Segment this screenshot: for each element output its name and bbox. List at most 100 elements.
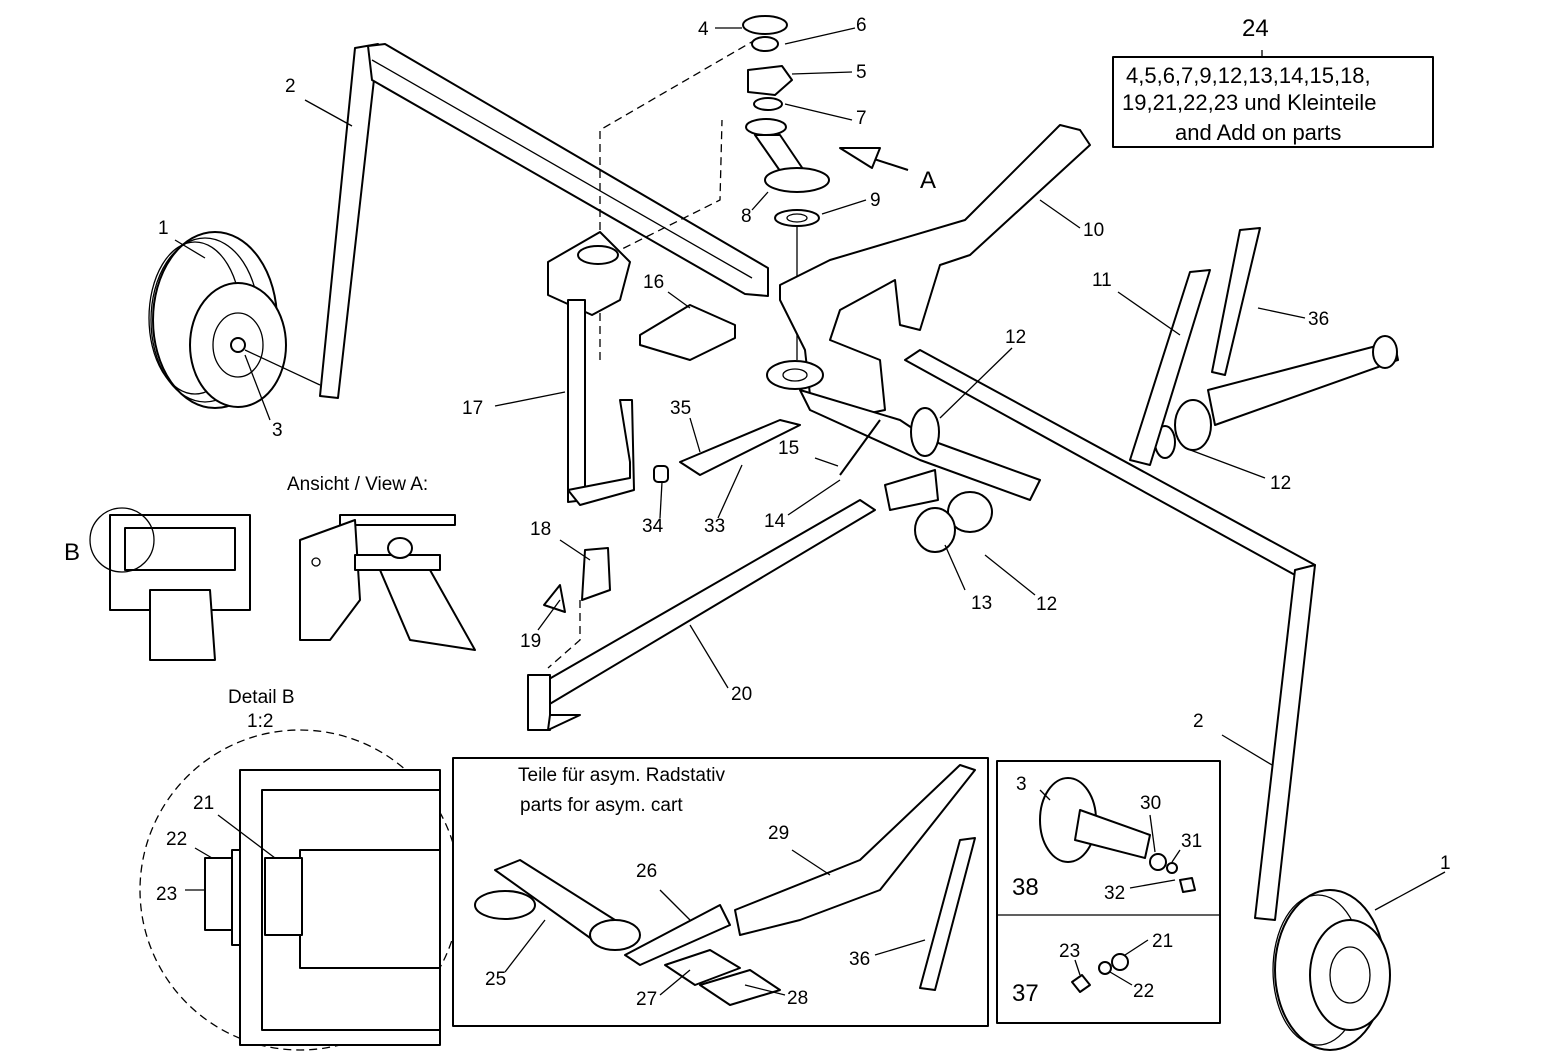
callout-part-33: 33 bbox=[704, 516, 725, 537]
callout-leader-line bbox=[659, 481, 663, 519]
view-a-sketch bbox=[299, 514, 476, 651]
callout-leader-line bbox=[1074, 959, 1081, 976]
callout-part-3: 3 bbox=[272, 420, 283, 441]
callout-leader-line bbox=[1129, 879, 1176, 889]
callout-part-25: 25 bbox=[485, 969, 506, 990]
callout-part-23: 23 bbox=[1059, 941, 1080, 962]
detail-b-title: Detail B bbox=[228, 687, 295, 708]
parts-list-line1: 4,5,6,7,9,12,13,14,15,18, bbox=[1126, 63, 1371, 88]
callout-part-22: 22 bbox=[1133, 981, 1154, 1002]
callout-leader-line bbox=[784, 27, 856, 45]
beam-part-20 bbox=[527, 499, 876, 731]
callout-part-28: 28 bbox=[787, 988, 808, 1009]
callout-part-19: 19 bbox=[520, 631, 541, 652]
callout-leader-line bbox=[174, 239, 206, 259]
callout-leader-line bbox=[1039, 789, 1051, 801]
callout-leader-line bbox=[304, 99, 353, 127]
callout-leader-line bbox=[537, 599, 561, 631]
detail-b-marker: B bbox=[64, 539, 80, 566]
callout-leader-line bbox=[751, 191, 769, 211]
callout-leader-line bbox=[504, 919, 546, 973]
callout-leader-line bbox=[984, 554, 1036, 596]
frame-part-2-right bbox=[904, 349, 1316, 921]
parts-list-box bbox=[1112, 56, 1434, 148]
callout-part-9: 9 bbox=[870, 190, 881, 211]
callout-part-12: 12 bbox=[1036, 594, 1057, 615]
callout-part-20: 20 bbox=[731, 684, 752, 705]
plate-part-16 bbox=[639, 304, 736, 361]
callout-leader-line bbox=[689, 624, 729, 689]
callout-part-12: 12 bbox=[1005, 327, 1026, 348]
callout-part-21: 21 bbox=[1152, 931, 1173, 952]
callout-leader-line bbox=[1221, 734, 1273, 766]
asym-cart-parts bbox=[474, 764, 976, 1006]
callout-leader-line bbox=[744, 984, 786, 996]
callout-part-31: 31 bbox=[1181, 831, 1202, 852]
kit-38-parts bbox=[1039, 777, 1196, 893]
view-b-sketch bbox=[89, 507, 251, 661]
callout-part-12: 12 bbox=[1270, 473, 1291, 494]
frame-part-2-left bbox=[319, 43, 769, 399]
callout-leader-line bbox=[791, 849, 831, 876]
callout-part-6: 6 bbox=[856, 15, 867, 36]
callout-leader-line bbox=[944, 544, 966, 591]
view-a-title: Ansicht / View A: bbox=[287, 474, 428, 495]
callout-part-15: 15 bbox=[778, 438, 799, 459]
view-a-arrow-label: A bbox=[920, 167, 936, 194]
callout-part-3: 3 bbox=[1016, 774, 1027, 795]
callout-part-2: 2 bbox=[285, 76, 296, 97]
callout-leader-line bbox=[689, 417, 701, 453]
wheel-left bbox=[148, 231, 321, 409]
callout-leader-line bbox=[717, 464, 743, 519]
callout-leader-line bbox=[1109, 971, 1133, 986]
pin-part-15 bbox=[814, 457, 839, 467]
callout-leader-line bbox=[1117, 291, 1181, 336]
kit-38-label: 38 bbox=[1012, 874, 1039, 901]
callout-part-34: 34 bbox=[642, 516, 664, 537]
callout-leader-line bbox=[244, 354, 271, 421]
callout-part-10: 10 bbox=[1083, 220, 1104, 241]
callout-leader-line bbox=[494, 391, 566, 407]
callout-leader-line bbox=[1039, 199, 1081, 229]
callout-part-26: 26 bbox=[636, 861, 657, 882]
callout-leader-line bbox=[1124, 939, 1149, 956]
callout-part-30: 30 bbox=[1140, 793, 1161, 814]
callout-part-36: 36 bbox=[1308, 309, 1329, 330]
kit-37-label: 37 bbox=[1012, 980, 1039, 1007]
callout-part-4: 4 bbox=[698, 19, 709, 40]
callout-part-35: 35 bbox=[670, 398, 691, 419]
callout-part-21: 21 bbox=[193, 793, 214, 814]
stand-part-17 bbox=[547, 231, 635, 506]
parts-list-line2: 19,21,22,23 und Kleinteile bbox=[1122, 90, 1376, 115]
callout-part-1: 1 bbox=[1440, 853, 1451, 874]
wheel-right bbox=[1272, 889, 1391, 1051]
parts-list-line3: and Add on parts bbox=[1175, 120, 1341, 145]
drawbar-part-11 bbox=[1129, 227, 1399, 466]
callout-part-18: 18 bbox=[530, 519, 551, 540]
callout-leader-line bbox=[1171, 849, 1181, 863]
callout-part-13: 13 bbox=[971, 593, 992, 614]
asym-box-title-en: parts for asym. cart bbox=[520, 795, 683, 816]
callout-part-22: 22 bbox=[166, 829, 187, 850]
callout-part-32: 32 bbox=[1104, 883, 1125, 904]
lever-part-14 bbox=[839, 419, 881, 476]
callout-leader-line bbox=[659, 889, 691, 921]
asym-box-title-de: Teile für asym. Radstativ bbox=[518, 765, 725, 786]
callout-part-2: 2 bbox=[1193, 711, 1204, 732]
callout-part-5: 5 bbox=[856, 62, 867, 83]
assembly-number: 24 bbox=[1242, 15, 1269, 42]
callout-leader-line bbox=[1257, 307, 1306, 319]
callout-leader-line bbox=[194, 847, 213, 859]
callout-part-27: 27 bbox=[636, 989, 657, 1010]
callout-part-16: 16 bbox=[643, 272, 664, 293]
detail-b-scale: 1:2 bbox=[247, 711, 273, 732]
callout-leader-line bbox=[659, 969, 691, 996]
callout-leader-line bbox=[821, 199, 867, 215]
callout-part-7: 7 bbox=[856, 108, 867, 129]
callout-leader-line bbox=[784, 103, 853, 121]
callout-leader-line bbox=[1184, 447, 1266, 479]
callout-leader-line bbox=[791, 71, 853, 75]
callout-part-29: 29 bbox=[768, 823, 789, 844]
